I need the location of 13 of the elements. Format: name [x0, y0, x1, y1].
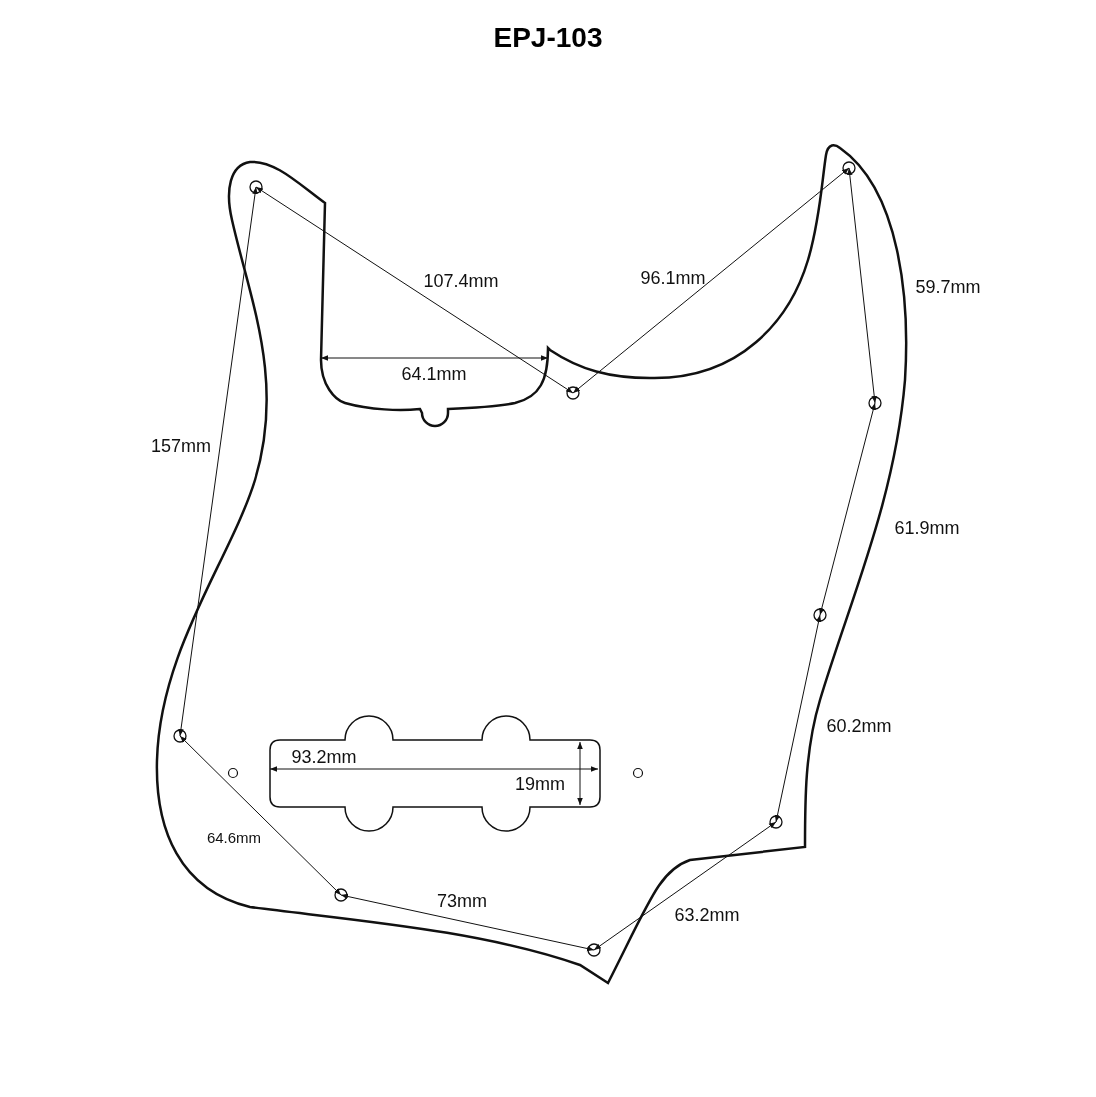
dimension-label: 96.1mm [640, 267, 706, 289]
dimension-label: 64.6mm [206, 828, 262, 846]
dimension-label: 107.4mm [423, 270, 499, 292]
dimension-label: 19mm [515, 773, 565, 795]
dimension-label: 93.2mm [291, 746, 357, 768]
dimension-label: 73mm [437, 890, 487, 912]
dimension-label: 61.9mm [894, 517, 960, 539]
dimension-label: 64.1mm [401, 363, 467, 385]
dimension-label: 63.2mm [674, 904, 740, 926]
drawing-title: EPJ-103 [492, 22, 604, 54]
dimension-label: 60.2mm [826, 715, 892, 737]
dimension-label: 59.7mm [915, 276, 981, 298]
dimension-label: 157mm [151, 435, 211, 457]
